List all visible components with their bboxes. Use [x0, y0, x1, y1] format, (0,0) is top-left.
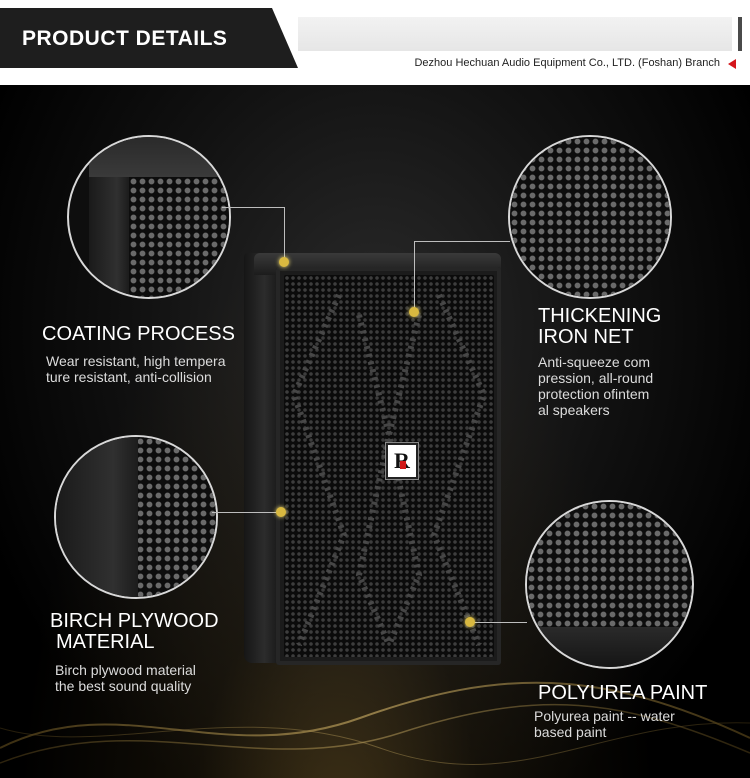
feature-description: pression, all-round	[538, 370, 654, 386]
grille-diamond-pattern	[290, 293, 488, 647]
feature-description: the best sound quality	[55, 678, 192, 694]
product-showcase: R COATING PROCESS Wear resistant, high t…	[0, 85, 750, 778]
feature-description: based paint	[534, 724, 607, 740]
feature-description: protection ofintem	[538, 386, 650, 402]
triangle-left-icon	[728, 59, 736, 69]
company-name: Dezhou Hechuan Audio Equipment Co., LTD.…	[414, 57, 720, 69]
zoom-coating-process	[67, 135, 231, 299]
header-bar-end	[738, 17, 742, 51]
header-tab	[0, 8, 298, 68]
callout-line	[212, 512, 282, 513]
callout-line	[222, 207, 284, 208]
hotspot-dot	[279, 257, 289, 267]
callout-line	[470, 622, 527, 623]
page-title: PRODUCT DETAILS	[22, 27, 228, 50]
header-bar	[298, 17, 732, 51]
brand-logo: R	[386, 443, 418, 479]
speaker-cabinet: R	[244, 253, 501, 665]
feature-title: MATERIAL	[56, 631, 155, 653]
feature-title: THICKENING	[538, 305, 662, 327]
gold-particle-wave	[0, 681, 750, 766]
callout-line	[284, 207, 285, 262]
feature-description: Anti-squeeze com	[538, 354, 651, 370]
callout-line	[414, 241, 510, 242]
speaker-side-panel	[244, 253, 278, 663]
feature-title: POLYUREA PAINT	[538, 682, 708, 704]
feature-title: IRON NET	[538, 326, 634, 348]
zoom-iron-net	[508, 135, 672, 299]
feature-description: ture resistant, anti-collision	[46, 369, 212, 385]
zoom-birch-plywood	[54, 435, 218, 599]
feature-description: Birch plywood material	[55, 662, 196, 678]
hotspot-dot	[465, 617, 475, 627]
feature-description: Polyurea paint -- water	[534, 708, 675, 724]
hotspot-dot	[409, 307, 419, 317]
zoom-polyurea-paint	[525, 500, 694, 669]
feature-title: COATING PROCESS	[42, 323, 235, 345]
feature-description: al speakers	[538, 402, 610, 418]
callout-line	[414, 241, 415, 311]
feature-description: Wear resistant, high tempera	[46, 353, 226, 369]
hotspot-dot	[276, 507, 286, 517]
header-banner: PRODUCT DETAILS Dezhou Hechuan Audio Equ…	[0, 0, 750, 85]
feature-title: BIRCH PLYWOOD	[50, 610, 219, 632]
